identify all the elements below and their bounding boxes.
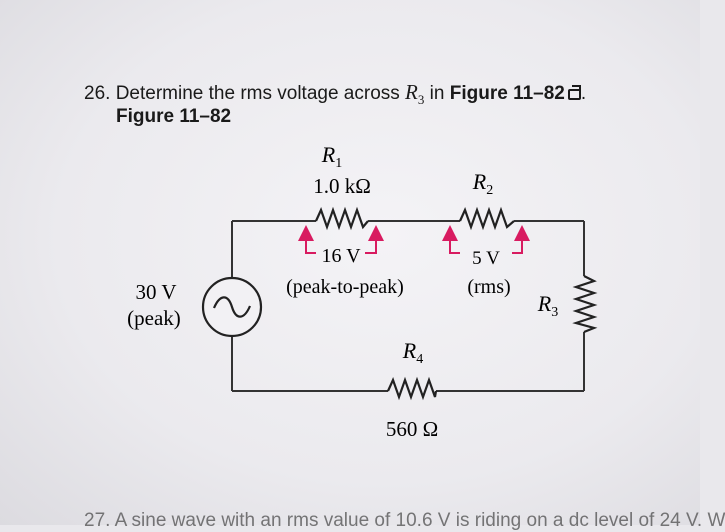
r1-voltage-arrows [298,225,384,254]
r2-voltage-note: (rms) [467,276,510,298]
sine-wave-icon [212,296,252,318]
question-text-mid: in [429,83,445,104]
r2-voltage: 5 V [472,248,500,269]
r1-label: R1 [321,142,342,171]
circuit-diagram: R1 1.0 kΩ R2 16 V (peak-to-peak) 5 V (rm… [127,142,598,441]
r4-resistor [386,376,438,401]
question-number: 26. [84,83,111,104]
r4-label: R4 [402,338,423,367]
r3-label: R3 [537,291,558,320]
r4-value: 560 Ω [386,417,438,441]
r2-label: R2 [472,169,493,198]
figure-caption: Figure 11–82 [116,106,232,127]
circuit-wires [231,220,585,392]
external-link-icon[interactable] [567,85,581,100]
next-question-fragment: 27. A sine wave with an rms value of 10.… [84,510,725,531]
question-text: Determine the rms voltage across [115,83,400,104]
ac-voltage-source [201,276,263,338]
question-26: 26. Determine the rms voltage across R3 … [84,80,586,112]
question-text-end: . [580,83,587,104]
r1-resistor [314,206,369,231]
r2-resistor [458,206,515,231]
r1-voltage: 16 V [321,245,361,267]
r2-voltage-arrows [442,225,530,254]
question-variable: R3 [405,80,425,108]
source-voltage-type: (peak) [127,306,181,330]
r1-value: 1.0 kΩ [313,174,371,198]
r3-resistor [572,275,598,334]
r1-voltage-note: (peak-to-peak) [286,276,404,298]
figure-link[interactable]: Figure 11–82 [449,83,565,104]
source-voltage: 30 V [135,280,176,304]
